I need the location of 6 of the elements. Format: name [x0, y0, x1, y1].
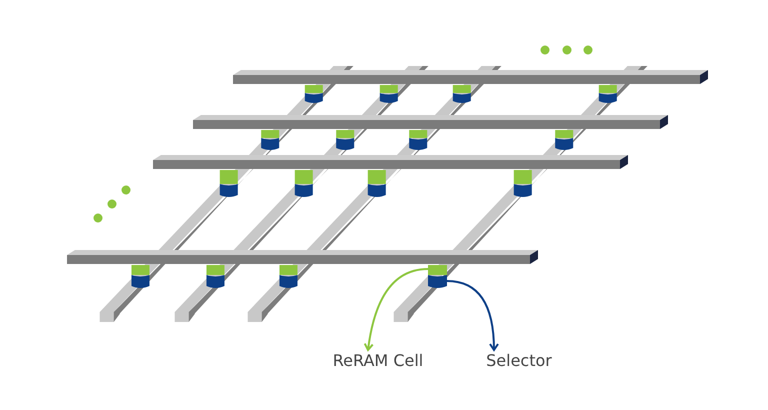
selector-layer: [428, 275, 447, 288]
curved-arrow: [364, 268, 428, 351]
callout-label: Selector: [486, 351, 552, 371]
memory-cell-layer: [428, 265, 447, 275]
curved-arrow: [446, 280, 499, 351]
callout-label: ReRAM Cell: [332, 351, 424, 371]
